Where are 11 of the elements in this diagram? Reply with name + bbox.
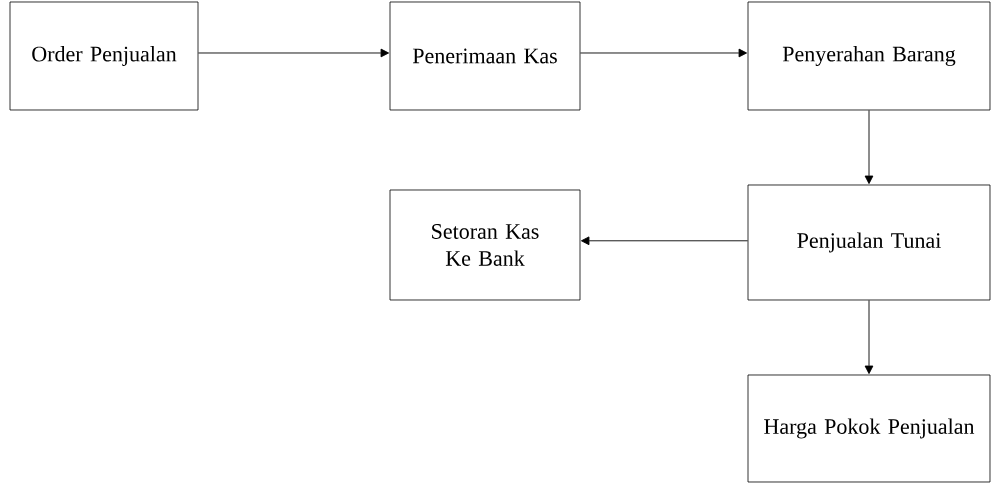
process-box: Penjualan Tunai [747, 184, 991, 301]
arrow [864, 109, 874, 185]
process-box: Setoran Kas Ke Bank [389, 189, 581, 301]
arrow [197, 48, 390, 58]
arrow [580, 236, 749, 246]
process-box: Harga Pokok Penjualan [747, 374, 991, 483]
arrow [864, 299, 874, 375]
process-box: Order Penjualan [9, 1, 199, 111]
process-box: Penyerahan Barang [747, 1, 991, 111]
process-box: Penerimaan Kas [389, 1, 581, 111]
arrow [579, 48, 748, 58]
